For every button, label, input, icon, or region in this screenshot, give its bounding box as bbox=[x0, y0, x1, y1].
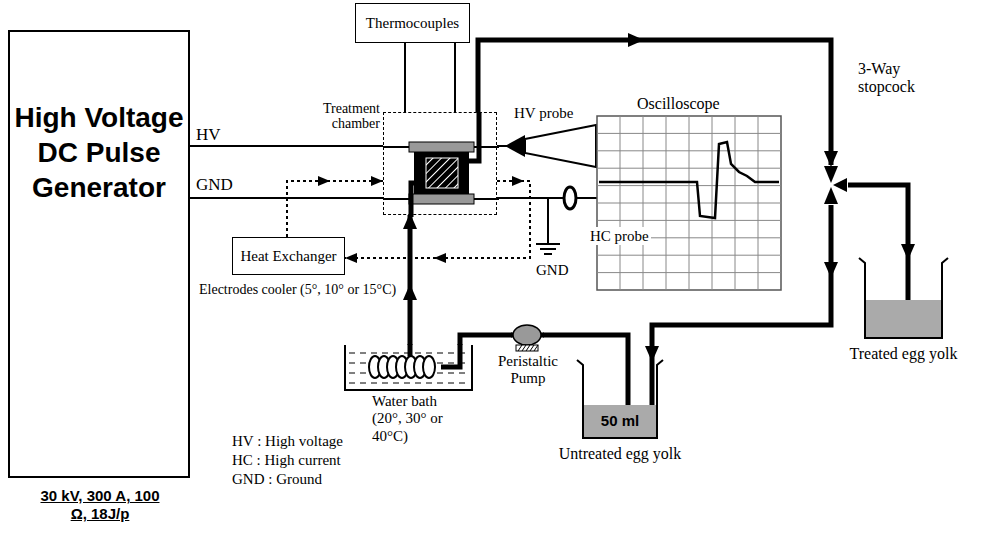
grid-line bbox=[597, 220, 781, 221]
ground-lead bbox=[547, 198, 549, 244]
valve-port bbox=[824, 187, 838, 204]
stopcock-drawing bbox=[815, 165, 848, 205]
untreated-beaker: 50 mlUntreated egg yolk bbox=[575, 360, 665, 440]
beaker-tube bbox=[906, 258, 911, 300]
pump-base bbox=[516, 345, 538, 351]
flow-arrows bbox=[318, 33, 838, 300]
probe-label: HC probe bbox=[588, 227, 651, 245]
peristaltic-pump: Peristaltic Pump bbox=[512, 323, 543, 351]
thermocouple-wire bbox=[454, 43, 456, 112]
valve-port bbox=[824, 166, 838, 183]
treatment-chamber-drawing bbox=[384, 113, 498, 216]
ground-label: GND bbox=[536, 261, 569, 279]
yolk-flow-tube bbox=[848, 185, 908, 258]
bath-label: Water bath (20°, 30° or 40°C) bbox=[372, 393, 452, 445]
wire-label: HV bbox=[196, 125, 221, 145]
generator-rating: 30 kV, 300 A, 100 Ω, 18J/p bbox=[38, 487, 162, 523]
hv-electrode bbox=[409, 142, 474, 152]
treatment-cell bbox=[414, 152, 469, 194]
grid-line bbox=[597, 272, 781, 273]
treated-beaker-drawing bbox=[857, 258, 950, 340]
ground-symbol bbox=[544, 253, 552, 255]
inlet-tube bbox=[411, 183, 416, 217]
probe-label: HV probe bbox=[514, 104, 573, 122]
chamber-label: Treatment chamber bbox=[312, 101, 380, 132]
treatment-gap bbox=[426, 158, 458, 188]
ground-electrode bbox=[409, 194, 474, 204]
beaker-tube bbox=[650, 360, 655, 405]
cooler-note: Electrodes cooler (5°, 10° or 15°C) bbox=[197, 282, 398, 299]
ground-symbol bbox=[536, 243, 560, 245]
yolk-flow-tube bbox=[408, 215, 413, 345]
oscilloscope-screen: Oscilloscope bbox=[597, 116, 781, 290]
base-hatch bbox=[534, 345, 538, 351]
coil-turn bbox=[423, 356, 435, 378]
abbreviation-note: HC : High current bbox=[232, 451, 341, 469]
grid-line bbox=[597, 133, 781, 134]
grid-line bbox=[597, 150, 781, 151]
pulse-waveform bbox=[599, 142, 779, 218]
stopcock: 3-Way stopcock bbox=[815, 165, 848, 205]
heat-exchanger-box: Heat ExchangerElectrodes cooler (5°, 10°… bbox=[232, 237, 345, 275]
base-hatch bbox=[518, 345, 522, 351]
water-line bbox=[349, 383, 468, 384]
generator-box: High Voltage DC Pulse Generator bbox=[8, 30, 190, 478]
stopcock-label: 3-Way stopcock bbox=[858, 60, 948, 97]
wire-label: GND bbox=[196, 175, 233, 195]
base-hatch bbox=[530, 345, 534, 351]
grid-line bbox=[597, 168, 781, 169]
bath-tank bbox=[345, 345, 472, 390]
box-label: Thermocouples bbox=[366, 14, 459, 32]
thermocouple-box: Thermocouples bbox=[355, 3, 470, 43]
coil-lead bbox=[441, 344, 460, 367]
beaker-label: Untreated egg yolk bbox=[535, 444, 705, 463]
yolk-flow-tube bbox=[460, 335, 512, 345]
wire bbox=[404, 43, 406, 112]
pump-head bbox=[513, 325, 541, 345]
scope-title: Oscilloscope bbox=[637, 94, 720, 113]
base-hatch bbox=[522, 345, 526, 351]
oscilloscope-screen-drawing bbox=[597, 116, 781, 290]
box-label: Heat Exchanger bbox=[240, 247, 336, 265]
yolk-liquid bbox=[865, 300, 942, 338]
coolant-line bbox=[287, 181, 383, 237]
hv-probe-tip bbox=[505, 135, 525, 157]
beaker-label: Treated egg yolk bbox=[827, 344, 980, 363]
valve-port bbox=[833, 178, 847, 192]
hv-probe-body bbox=[525, 125, 596, 167]
beaker-tube bbox=[626, 360, 631, 405]
volume-label: 50 ml bbox=[575, 412, 665, 430]
generator-title: High Voltage DC Pulse Generator bbox=[10, 32, 188, 205]
grid-line bbox=[597, 185, 781, 186]
treated-beaker: Treated egg yolk bbox=[857, 258, 950, 340]
grid-line bbox=[597, 255, 781, 256]
abbreviation-note: HV : High voltage bbox=[232, 432, 343, 450]
water-bath: Water bath (20°, 30° or 40°C) bbox=[345, 345, 472, 390]
outlet-tube bbox=[467, 112, 479, 161]
wire bbox=[190, 145, 383, 147]
water-bath-drawing bbox=[345, 345, 472, 390]
treatment-chamber: Treatment chamber bbox=[383, 112, 497, 215]
abbreviation-note: GND : Ground bbox=[232, 470, 322, 488]
scope-frame bbox=[597, 116, 781, 290]
pump-label: Peristaltic Pump bbox=[493, 353, 563, 386]
hc-probe-ring bbox=[564, 187, 576, 209]
grid-line bbox=[597, 203, 781, 204]
base-hatch bbox=[526, 345, 530, 351]
coil-lead bbox=[408, 344, 413, 356]
ground-symbol bbox=[540, 248, 556, 250]
beaker bbox=[859, 258, 948, 338]
peristaltic-pump-drawing bbox=[512, 323, 543, 351]
hc-probe-lead bbox=[576, 197, 597, 199]
